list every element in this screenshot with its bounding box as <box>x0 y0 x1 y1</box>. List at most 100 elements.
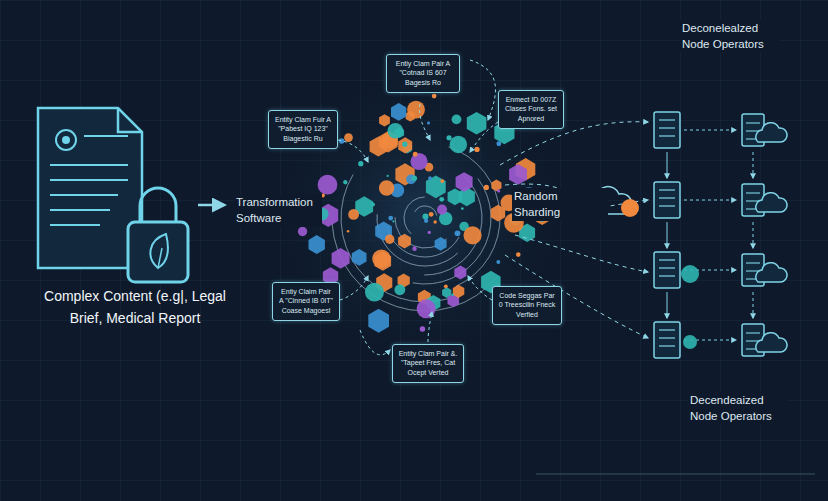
shard-hexagon <box>368 309 389 333</box>
swirl-line <box>387 227 459 257</box>
particle-dot <box>433 220 436 223</box>
particle-dot <box>429 212 434 217</box>
shard-hexagon <box>379 114 390 126</box>
particle-dot <box>387 175 389 177</box>
server-columns <box>654 112 787 358</box>
particle-dot <box>428 176 432 180</box>
callout-box: Entiy Clam Pair A "Cotnad IS 607 Bagesis… <box>386 54 460 93</box>
particle-dot <box>516 252 521 257</box>
document-icon <box>38 108 142 268</box>
callout-arrows <box>338 60 498 355</box>
shard-circle <box>452 114 462 124</box>
shard-hexagon <box>491 180 501 192</box>
particle-dot <box>446 135 451 140</box>
node-text: Code Seggas Par 0 Treescilin Fneck Verfi… <box>498 291 556 319</box>
particle-dot <box>427 122 430 125</box>
node-text: Entity Clam Pair &. "Tapeet Fres, Cat Oc… <box>398 349 458 377</box>
footer-rule <box>536 474 815 475</box>
shard-circle <box>681 265 699 283</box>
particle-dot <box>422 214 428 220</box>
shard-circle <box>385 234 394 243</box>
particle-dot <box>474 147 479 152</box>
shard-circle <box>407 101 425 119</box>
shard-circle <box>683 335 697 349</box>
shard-hexagon <box>456 172 473 192</box>
shard-hexagon <box>398 234 411 249</box>
shard-hexagon <box>370 136 388 156</box>
swirl-line <box>341 175 449 302</box>
shard-hexagon <box>332 248 350 269</box>
node-text: Entity Clam Fuir A "Pabest IQ 123" Biage… <box>274 115 332 143</box>
particle-dot <box>412 176 417 181</box>
callout-box: Entiy Claim Pair A "Cinned IB 0IT" Coase… <box>272 282 340 321</box>
particle-dot <box>358 161 363 166</box>
particle-dot <box>439 197 444 202</box>
particle-dot <box>444 284 448 288</box>
shard-circle <box>394 284 405 295</box>
shard-hexagon <box>391 103 406 121</box>
node-text: Complex Content (e.g|, Legal Brief, Medi… <box>30 286 240 329</box>
process-label: Random Sharding <box>512 188 608 221</box>
server-pair <box>654 112 787 178</box>
server-pair <box>654 252 787 318</box>
shard-circle <box>318 175 338 195</box>
node-text: Enmect ID 007Z Clases Fons. set Apnored <box>504 95 558 123</box>
content-document: Complex Content (e.g|, Legal Brief, Medi… <box>30 100 240 334</box>
particle-dot <box>461 207 464 210</box>
process-label: Transformation Software <box>234 194 322 227</box>
column-heading: Deconelealzed Node Operators <box>680 20 780 53</box>
shard-hexagon <box>454 266 466 280</box>
particle-dot <box>371 202 375 206</box>
particle-dot <box>347 230 350 233</box>
shard-circle <box>417 299 436 318</box>
callout-box: Entity Clam Fuir A "Pabest IQ 123" Biage… <box>268 110 338 149</box>
particle-dot <box>496 141 501 146</box>
particle-dot <box>412 246 416 250</box>
swirl-line <box>332 223 497 311</box>
particle-dot <box>388 216 393 221</box>
shard-hexagon <box>309 235 325 254</box>
swirl-lines <box>332 147 500 311</box>
swirl-line <box>413 178 491 284</box>
particle-dot <box>457 117 459 119</box>
callout-box: Code Seggas Par 0 Treescilin Fneck Verfi… <box>492 286 562 325</box>
shard-circle <box>437 205 447 215</box>
shard-circle <box>410 153 427 170</box>
particle-dot <box>497 189 500 192</box>
particle-dot <box>484 185 489 190</box>
particle-dot <box>420 326 425 331</box>
particle-dot <box>392 220 394 222</box>
particle-dot <box>424 219 428 223</box>
shard-hexagon <box>352 249 367 266</box>
shard-circle <box>344 133 353 142</box>
shard-circle <box>372 250 390 268</box>
particle-dot <box>339 138 344 143</box>
node-text: Entiy Clam Pair A "Cotnad IS 607 Bagesis… <box>392 59 454 87</box>
particle-dot <box>440 179 444 183</box>
particle-dot <box>413 152 418 157</box>
particle-dot <box>343 180 347 184</box>
shard-circle <box>379 180 394 195</box>
particle-dot <box>428 231 431 234</box>
shard-circle <box>365 283 384 302</box>
flow-arrow <box>198 204 224 207</box>
shard-hexagon <box>435 237 447 251</box>
shard-hexagon <box>467 112 487 135</box>
particle-dot <box>432 94 437 99</box>
shard-hexagon <box>453 285 465 298</box>
shard-circle <box>450 136 467 153</box>
shard-hexagon <box>509 164 527 185</box>
node-text: Entiy Claim Pair A "Cinned IB 0IT" Coase… <box>278 287 334 315</box>
shard-circle <box>298 227 307 236</box>
column-heading: Decendeaized Node Operators <box>688 392 788 425</box>
particle-dot <box>451 293 454 296</box>
server-pair <box>654 322 787 358</box>
swirl-line <box>404 197 425 234</box>
server-pair <box>654 182 787 248</box>
shard-hexagon <box>398 137 412 153</box>
shard-hexagon <box>426 175 446 198</box>
shard-circle <box>464 226 482 244</box>
particle-dot <box>496 260 500 264</box>
shard-circle <box>388 123 404 139</box>
